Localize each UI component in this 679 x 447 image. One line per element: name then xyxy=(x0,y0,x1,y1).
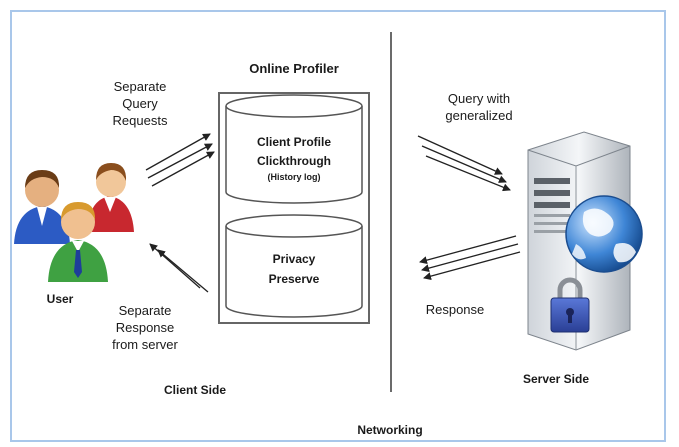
preserve-label: Preserve xyxy=(268,272,320,286)
separate-query-requests-label: Separate Query Requests xyxy=(112,79,168,128)
client-profile-database-icon xyxy=(225,94,363,204)
server-side-label: Server Side xyxy=(522,372,590,386)
query-to-server-arrows xyxy=(417,135,511,192)
padlock-icon xyxy=(550,277,590,333)
query-request-arrows xyxy=(145,133,215,187)
globe-icon xyxy=(565,195,643,273)
networking-label: Networking xyxy=(357,423,423,437)
separate-response-label: Separate Response from server xyxy=(112,303,178,352)
privacy-label: Privacy xyxy=(272,252,316,266)
query-with-generalized-label: Query with generalized xyxy=(445,91,513,123)
online-profiler-title: Online Profiler xyxy=(249,61,339,76)
clickthrough-label: Clickthrough xyxy=(257,154,331,168)
privacy-database-icon xyxy=(225,214,363,318)
diagram-frame xyxy=(10,10,666,442)
history-log-label: (History log) xyxy=(267,172,321,182)
client-server-divider xyxy=(390,32,392,392)
client-profile-label: Client Profile xyxy=(256,135,331,149)
client-side-label: Client Side xyxy=(163,383,226,397)
client-response-arrows xyxy=(149,243,209,293)
server-response-arrows xyxy=(419,235,521,281)
user-label: User xyxy=(46,292,74,306)
response-label: Response xyxy=(425,302,485,317)
user-group-icon xyxy=(14,163,134,282)
